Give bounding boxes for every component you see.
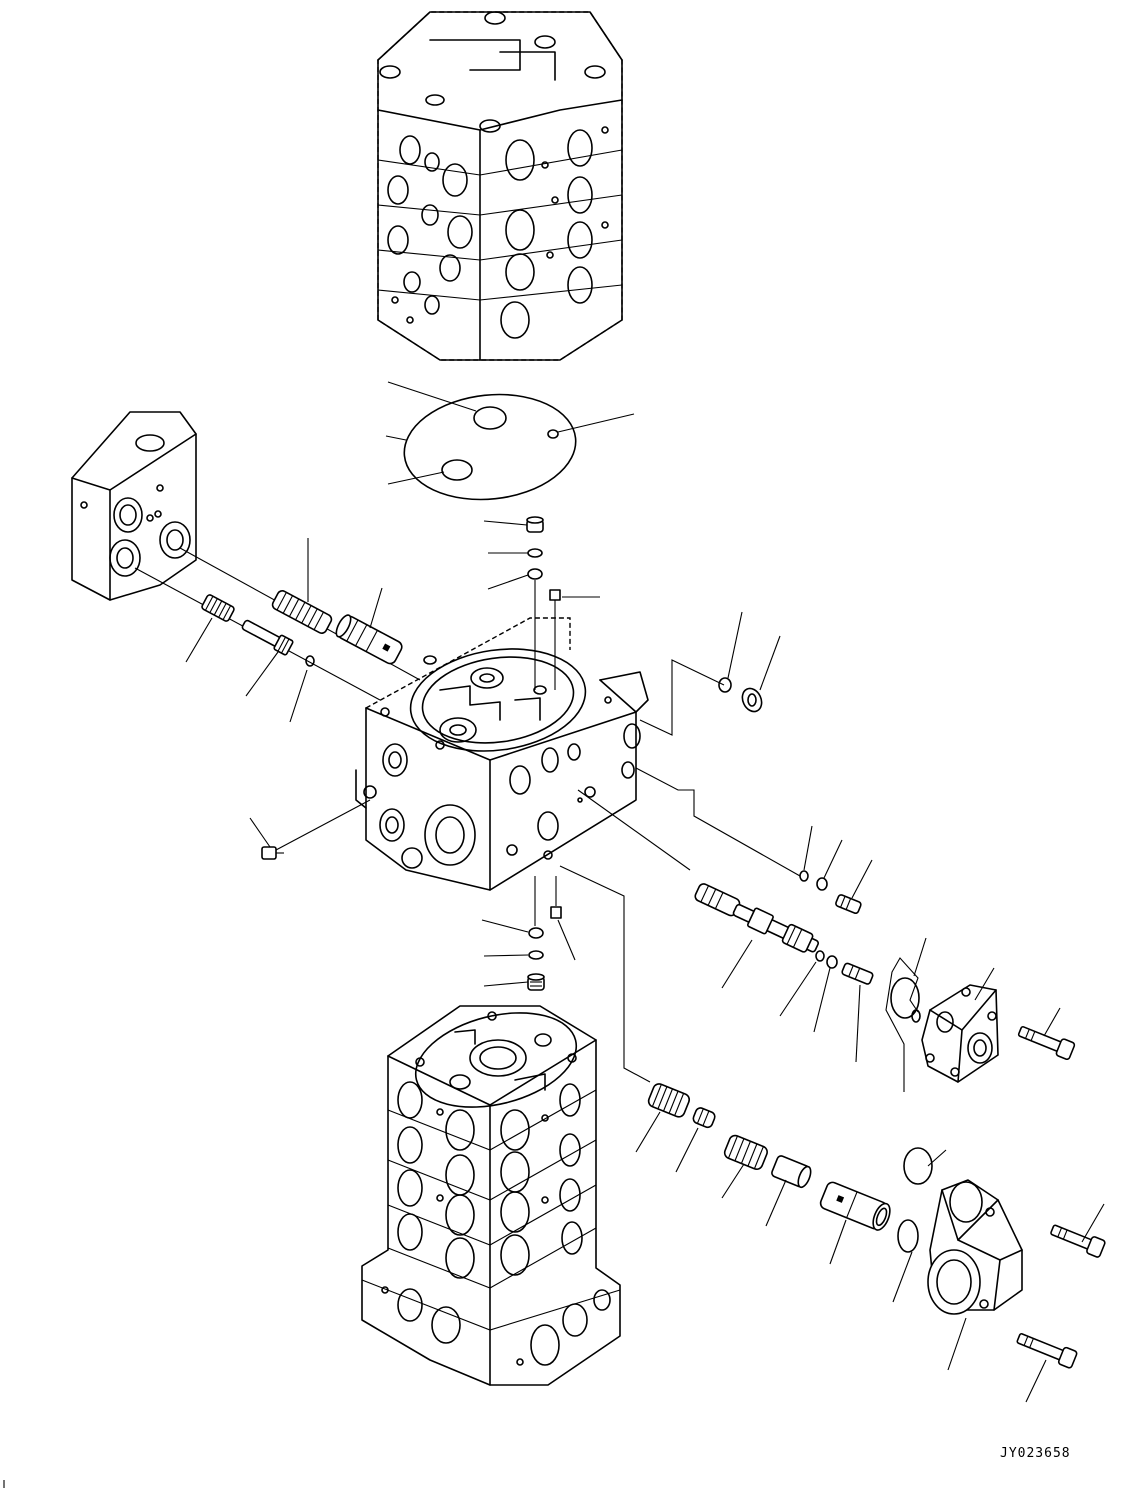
o-ring-icon bbox=[718, 677, 732, 693]
o-ring-icon bbox=[305, 655, 315, 667]
lower-valve-stack-icon bbox=[361, 1005, 621, 1386]
flange-cover-icon bbox=[921, 984, 999, 1083]
spool-icon bbox=[692, 1107, 891, 1231]
gasket-plate-icon bbox=[403, 393, 577, 501]
leader-line-icon bbox=[721, 825, 927, 1092]
leader-line-icon bbox=[639, 611, 781, 736]
o-ring-icon bbox=[897, 1147, 933, 1253]
flange-cover-icon bbox=[927, 1179, 1023, 1315]
leader-line-icon bbox=[134, 547, 421, 701]
spool-icon bbox=[241, 614, 403, 665]
bolt-icon bbox=[1016, 1224, 1106, 1369]
o-ring-icon bbox=[528, 927, 544, 960]
leader-line-icon bbox=[249, 799, 371, 851]
plug-icon bbox=[261, 846, 284, 860]
leader-line-icon bbox=[481, 865, 651, 1083]
o-ring-icon bbox=[527, 548, 543, 580]
end-cover-icon bbox=[71, 411, 197, 601]
leader-line-icon bbox=[947, 1203, 1105, 1403]
leader-line-icon bbox=[577, 767, 801, 877]
plug-icon bbox=[741, 687, 763, 713]
plug-icon bbox=[526, 516, 561, 610]
o-ring-icon bbox=[799, 870, 921, 1023]
leader-line-icon bbox=[483, 520, 600, 690]
leader-line-icon bbox=[385, 381, 635, 485]
spring-icon bbox=[647, 1083, 768, 1170]
leader-line-icon bbox=[635, 1111, 947, 1303]
leader-line-icon bbox=[974, 967, 1061, 1037]
upper-valve-stack-icon bbox=[377, 11, 623, 361]
drawing-id-label: JY023658 bbox=[1000, 1446, 1071, 1461]
plug-icon bbox=[835, 894, 874, 985]
valve-body-icon bbox=[355, 617, 649, 891]
spring-icon bbox=[201, 590, 333, 634]
spool-icon bbox=[694, 883, 819, 953]
plug-icon bbox=[527, 906, 562, 991]
bolt-icon bbox=[1017, 1025, 1076, 1061]
leader-line-icon bbox=[185, 538, 383, 723]
